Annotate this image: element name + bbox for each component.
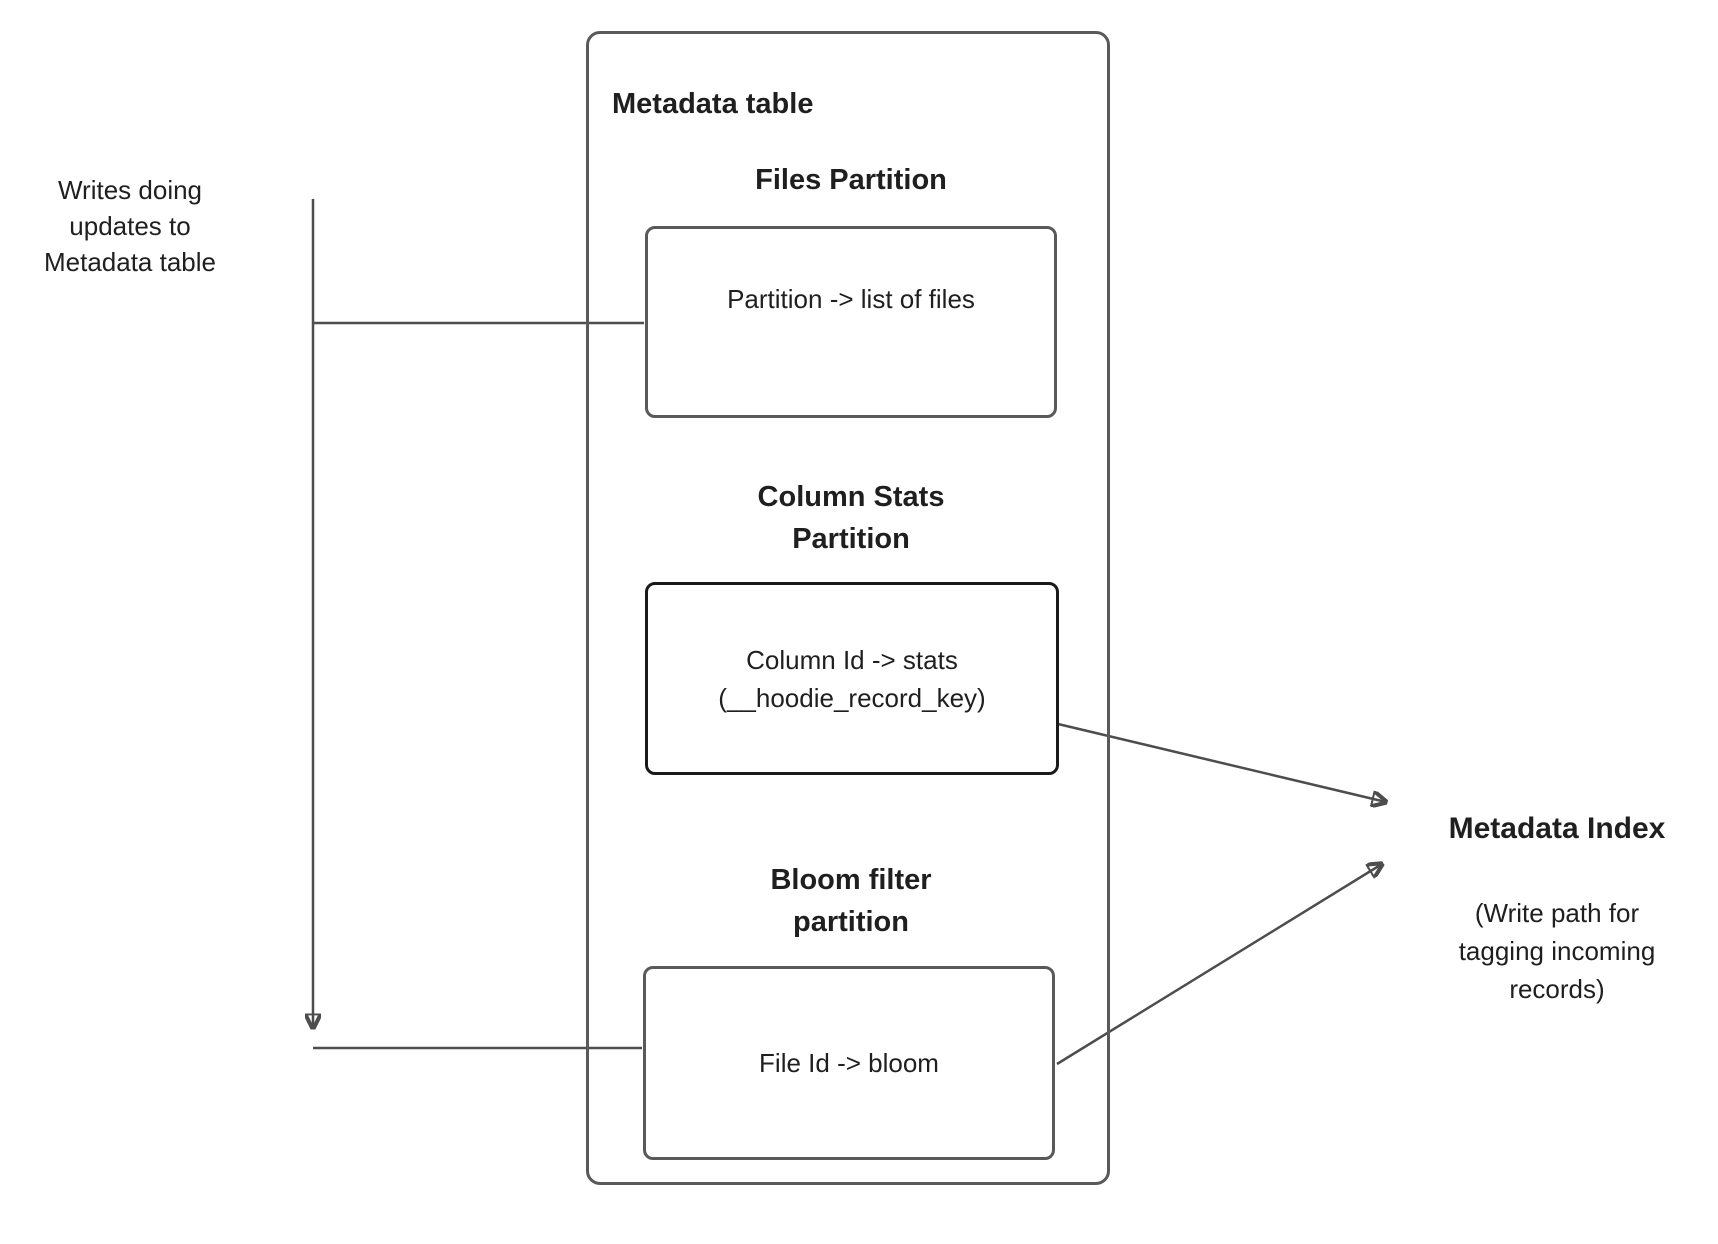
files-partition-heading: Files Partition: [755, 164, 947, 196]
bloom-filter-partition-heading: Bloom filter partition: [770, 864, 932, 938]
metadata-index-title: Metadata Index: [1448, 812, 1666, 845]
metadata-index-subtitle: (Write path for tagging incoming records…: [1458, 898, 1656, 1004]
column-stats-partition-content: Column Id -> stats (__hoodie_record_key): [718, 644, 986, 713]
column-stats-partition-box: Column Id -> stats (__hoodie_record_key): [645, 582, 1059, 775]
metadata-table-title: Metadata table: [612, 88, 814, 120]
column-stats-partition-heading: Column Stats Partition: [757, 481, 945, 555]
metadata-table-box: [586, 31, 1110, 1185]
bloom-filter-partition-content: File Id -> bloom: [759, 1048, 939, 1078]
files-partition-box: Partition -> list of files: [645, 226, 1057, 418]
bloom-to-index-arrow: [1056, 864, 1382, 1066]
column-stats-to-index-arrow: [1057, 722, 1386, 802]
files-partition-content: Partition -> list of files: [727, 284, 975, 314]
bloom-filter-partition-box: File Id -> bloom: [643, 966, 1055, 1160]
writes-updates-label: Writes doing updates to Metadata table: [43, 175, 216, 277]
